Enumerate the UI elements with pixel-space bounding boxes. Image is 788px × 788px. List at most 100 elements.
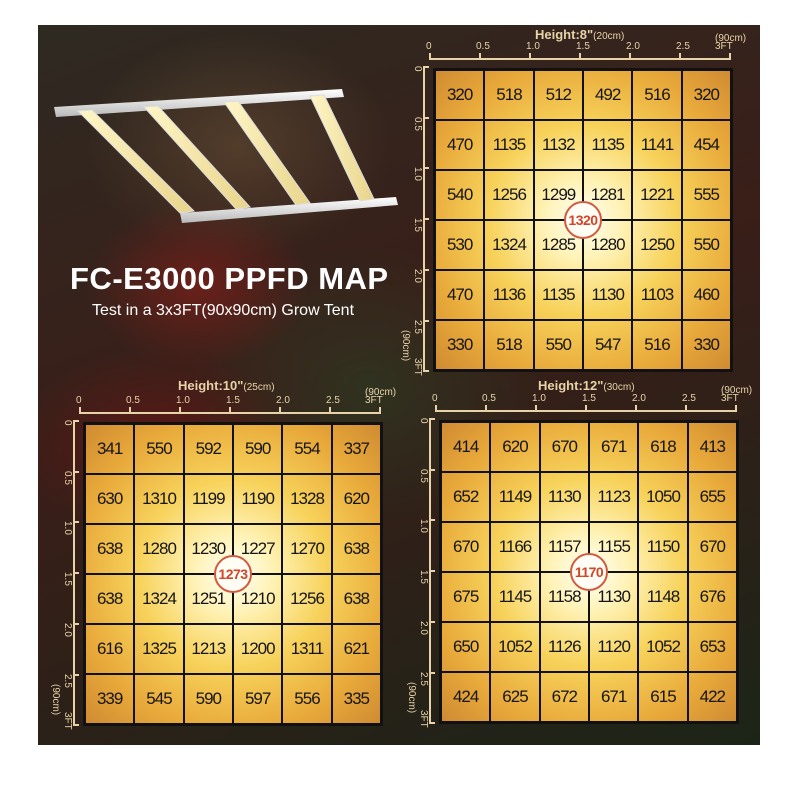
height-unit: (20cm): [593, 31, 625, 42]
y-tick-label: 2.5: [412, 319, 423, 334]
ppfd-cell: 1123: [588, 472, 639, 522]
ppfd-cell: 460: [681, 270, 731, 320]
y-tick-label: 3FT: [412, 358, 423, 376]
y-tick-label: 2.0: [418, 620, 429, 635]
y-tick-mark: [73, 622, 79, 625]
x-tick-label: 0: [426, 41, 432, 52]
ppfd-cell: 671: [588, 422, 639, 472]
x-tick-label: 2.0: [276, 395, 290, 406]
x-tick-mark: [179, 407, 181, 413]
ppfd-cell: 676: [687, 572, 737, 622]
x-tick-label: 2.5: [326, 395, 340, 406]
height-unit: (25cm): [243, 382, 275, 393]
ppfd-cell: 555: [681, 170, 731, 220]
x-tick-mark: [129, 407, 131, 413]
x-axis-line: [429, 58, 731, 60]
ppfd-cell: 655: [687, 472, 737, 522]
y-tick-mark: [73, 420, 79, 422]
ppfd-cell: 1213: [183, 624, 233, 674]
x-tick-label: 1.0: [526, 41, 540, 52]
ppfd-cell: 597: [232, 674, 283, 724]
ppfd-cell: 470: [435, 270, 485, 320]
map-height-title: Height:8"(20cm): [535, 27, 624, 42]
ppfd-cell: 590: [183, 674, 233, 724]
y-tick-mark: [73, 724, 79, 727]
y-tick-mark: [423, 66, 429, 68]
ppfd-cell: 1145: [490, 572, 540, 622]
ppfd-cell: 1250: [632, 220, 682, 270]
ppfd-cell: 341: [85, 424, 135, 474]
ppfd-cell: 1103: [632, 270, 682, 320]
ppfd-cell: 653: [687, 622, 737, 672]
ppfd-cell: 621: [331, 624, 381, 674]
ppfd-cell: 550: [134, 424, 184, 474]
ppfd-cell: 518: [484, 320, 534, 370]
x-tick-label: 2.0: [632, 393, 646, 404]
ppfd-cell: 335: [331, 674, 381, 724]
ppfd-cell: 530: [435, 220, 485, 270]
ppfd-cell: 1190: [232, 474, 283, 524]
x-tick-mark: [685, 405, 687, 411]
y-tick-mark: [429, 570, 435, 573]
y-tick-label: 1.0: [62, 521, 73, 536]
y-tick-label: 3FT: [418, 710, 429, 728]
ppfd-cell: 492: [582, 70, 633, 120]
x-tick-mark: [579, 53, 581, 59]
x-tick-mark: [379, 407, 381, 413]
ppfd-cell: 320: [435, 70, 485, 120]
y-tick-mark: [73, 572, 79, 575]
ppfd-cell: 638: [85, 524, 135, 574]
x-tick-label: 1.0: [532, 393, 546, 404]
center-ppfd-marker: 1273: [214, 555, 252, 593]
x-tick-mark: [429, 53, 431, 59]
x-tick-label: 0: [76, 395, 82, 406]
x-tick-mark: [329, 407, 331, 413]
x-tick-label: 0.5: [476, 41, 490, 52]
ppfd-cell: 1199: [183, 474, 233, 524]
ppfd-cell: 454: [681, 120, 731, 170]
ppfd-cell: 652: [441, 472, 491, 522]
ppfd-cell: 1325: [134, 624, 184, 674]
ppfd-cell: 1227: [232, 524, 283, 574]
x-tick-label: 1.5: [582, 393, 596, 404]
x-axis-line: [435, 410, 737, 412]
height-label: Height:12": [538, 378, 604, 393]
ppfd-cell: 618: [638, 422, 688, 472]
x-tick-mark: [729, 53, 731, 59]
x-tick-mark: [435, 405, 437, 411]
y-tick-mark: [429, 722, 435, 725]
x-tick-label: 3FT: [715, 41, 733, 52]
ppfd-cell: 320: [681, 70, 731, 120]
ppfd-cell: 470: [435, 120, 485, 170]
ppfd-cell: 1256: [282, 574, 332, 624]
ppfd-cell: 1135: [484, 120, 534, 170]
x-tick-label: 0.5: [126, 395, 140, 406]
ppfd-cell: 1135: [533, 270, 583, 320]
y-end-unit: (90cm): [406, 682, 417, 714]
y-tick-mark: [73, 470, 79, 473]
y-tick-mark: [423, 116, 429, 119]
y-tick-mark: [73, 673, 79, 676]
y-tick-mark: [73, 521, 79, 524]
ppfd-cell: 1281: [582, 170, 633, 220]
y-tick-label: 1.5: [418, 570, 429, 584]
ppfd-cell: 1126: [539, 622, 589, 672]
y-tick-mark: [423, 167, 429, 170]
x-tick-label: 1.5: [226, 395, 240, 406]
y-end-unit: (90cm): [400, 330, 411, 362]
y-tick-mark: [429, 519, 435, 522]
y-tick-label: 1.0: [412, 167, 423, 182]
product-image: FC-E3000 PPFD MAP Test in a 3x3FT(90x90c…: [38, 25, 760, 745]
ppfd-cell: 422: [687, 672, 737, 722]
height-label: Height:10": [178, 378, 244, 393]
ppfd-cell: 638: [331, 524, 381, 574]
ppfd-cell: 590: [232, 424, 283, 474]
ppfd-cell: 337: [331, 424, 381, 474]
ppfd-cell: 1200: [232, 624, 283, 674]
y-tick-mark: [423, 370, 429, 373]
ppfd-cell: 1120: [588, 622, 639, 672]
x-end-unit: (90cm): [715, 33, 747, 44]
x-tick-mark: [529, 53, 531, 59]
ppfd-cell: 616: [85, 624, 135, 674]
ppfd-cell: 550: [533, 320, 583, 370]
